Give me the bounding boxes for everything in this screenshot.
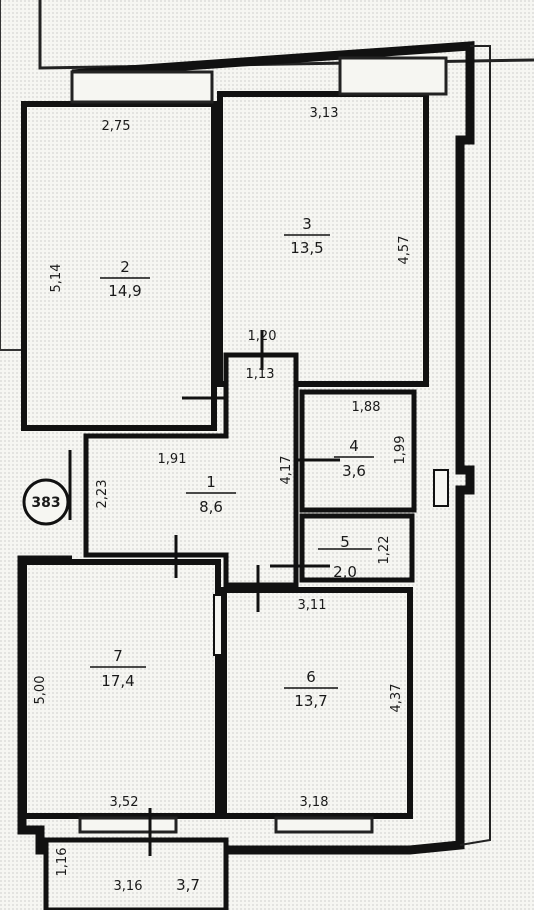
room-2-number: 2 <box>120 258 130 276</box>
dim-room-3-side: 4,57 <box>397 236 412 265</box>
outer-wall <box>17 41 475 855</box>
room-5 <box>299 513 415 583</box>
window-room-3 <box>338 56 448 96</box>
room-7-number: 7 <box>113 647 123 665</box>
window-room-7 <box>78 816 178 834</box>
marker-label: 383 <box>31 495 60 511</box>
window-room-2 <box>70 70 214 104</box>
dim-hall-d: 2,23 <box>95 480 110 509</box>
dim-room-6-top: 3,11 <box>298 598 327 613</box>
dim-room-7-bottom: 3,52 <box>110 795 139 810</box>
dim-room-6-bottom: 3,18 <box>300 795 329 810</box>
dim-hall-e: 4,17 <box>279 456 294 485</box>
window-room-6 <box>274 816 374 834</box>
room-2 <box>21 101 217 431</box>
room-5-number: 5 <box>340 533 350 551</box>
room-1-number: 1 <box>206 473 216 491</box>
riser-box <box>433 469 449 507</box>
dim-balcony-side: 1,16 <box>55 848 70 877</box>
dim-room-7-side: 5,00 <box>33 676 48 705</box>
marker-circle <box>22 478 70 526</box>
room-1-hall <box>83 352 299 588</box>
dim-hall-a: 1,20 <box>248 329 277 344</box>
room-6-number: 6 <box>306 668 316 686</box>
dim-hall-c: 1,91 <box>158 452 187 467</box>
room-3 <box>217 91 429 387</box>
room-5-area: 2,0 <box>333 563 357 581</box>
dim-room-4-top: 1,88 <box>352 400 381 415</box>
dim-balcony-length: 3,16 <box>114 879 143 894</box>
outer-wall-shadow <box>459 45 491 846</box>
dim-room-6-side: 4,37 <box>389 684 404 713</box>
room-1-area: 8,6 <box>199 498 223 516</box>
dim-hall-b: 1,13 <box>246 367 275 382</box>
dim-room-5-side: 1,22 <box>377 536 392 565</box>
wall-niche <box>213 594 223 656</box>
dim-room-4-side: 1,99 <box>393 436 408 465</box>
room-4-area: 3,6 <box>342 462 366 480</box>
room-7 <box>21 559 221 819</box>
room-6 <box>221 587 413 819</box>
neighbor-wall-left <box>0 0 22 351</box>
dim-room-3-top: 3,13 <box>310 106 339 121</box>
room-6-area: 13,7 <box>294 692 327 710</box>
balcony <box>43 837 229 910</box>
room-4-number: 4 <box>349 437 359 455</box>
room-4 <box>299 389 417 513</box>
room-3-area: 13,5 <box>290 239 323 257</box>
room-7-area: 17,4 <box>101 672 134 690</box>
room-2-area: 14,9 <box>108 282 141 300</box>
dim-room-2-side: 5,14 <box>49 264 64 293</box>
dim-room-2-top: 2,75 <box>102 119 131 134</box>
balcony-area: 3,7 <box>176 876 200 894</box>
room-3-number: 3 <box>302 215 312 233</box>
